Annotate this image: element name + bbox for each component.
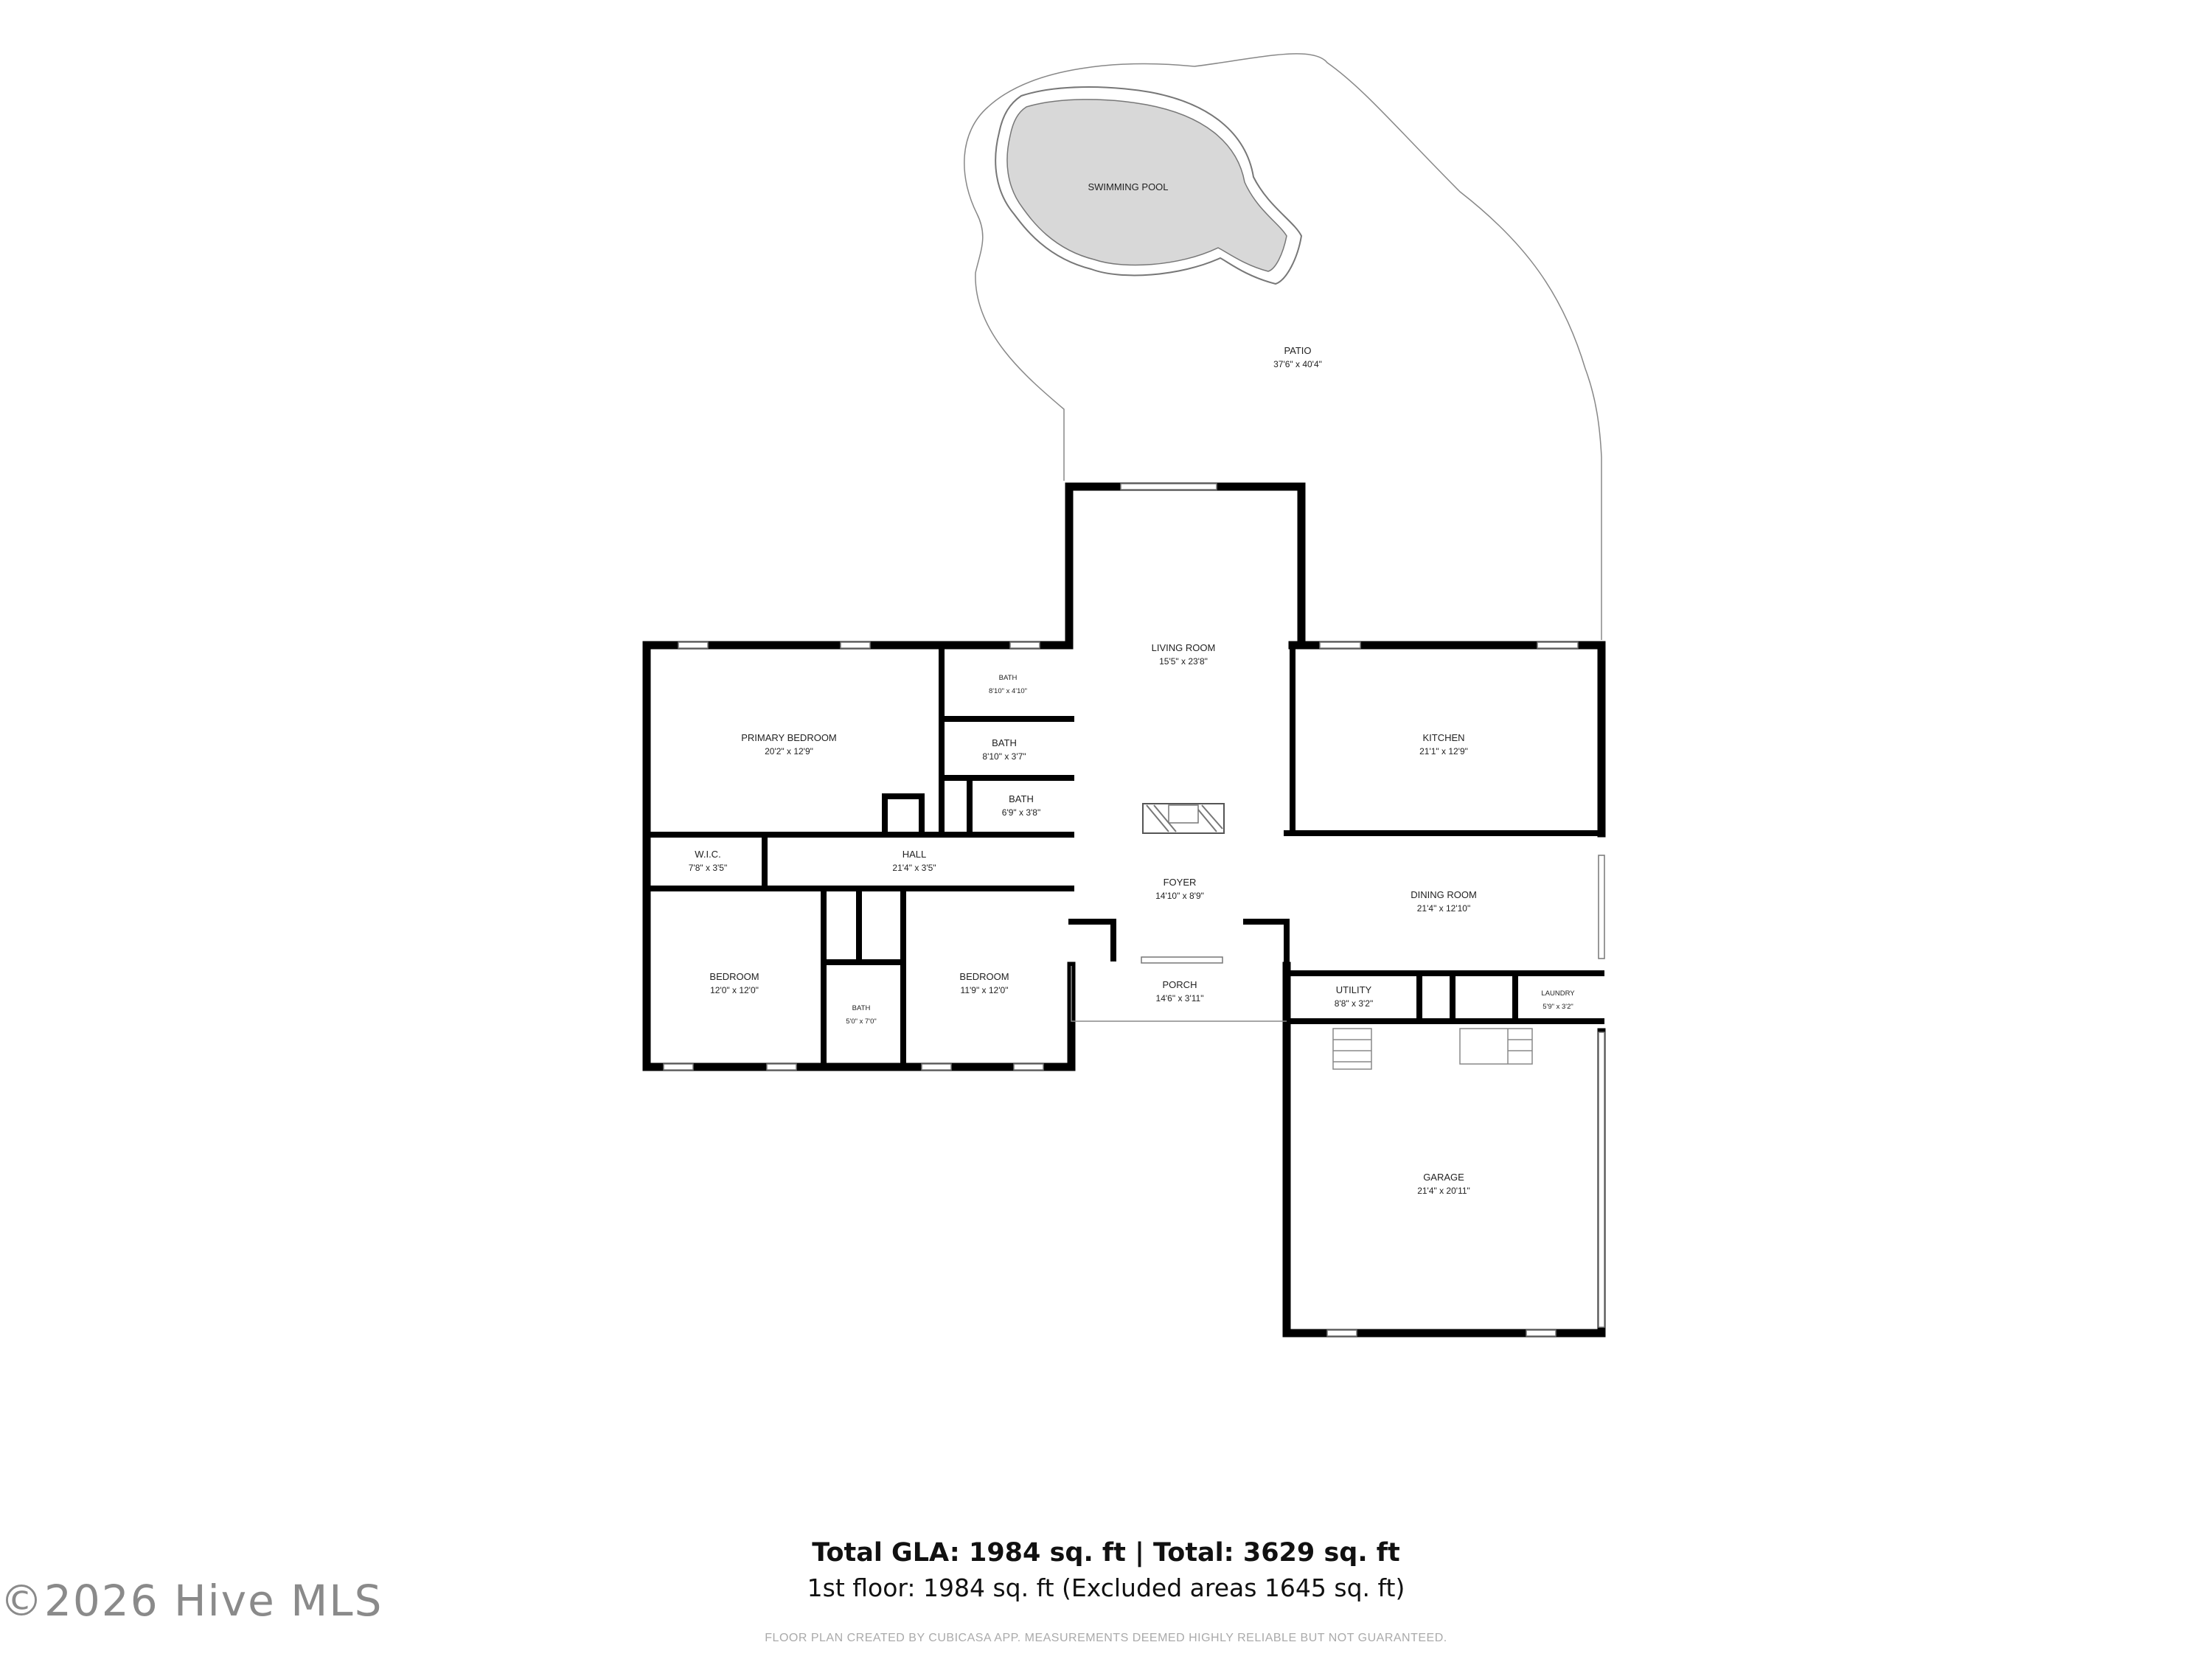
room-dimensions: 5'9" x 3'2" <box>1543 1003 1573 1011</box>
room-name: PATIO <box>1284 345 1311 356</box>
room-name: LAUNDRY <box>1541 990 1575 998</box>
room-bath-4: BATH 5'0" x 7'0" <box>846 1004 877 1026</box>
room-dimensions: 6'9" x 3'8" <box>1002 807 1040 818</box>
room-name: DINING ROOM <box>1411 889 1477 900</box>
room-name: UTILITY <box>1336 984 1372 995</box>
room-name: FOYER <box>1164 877 1197 888</box>
room-name: KITCHEN <box>1422 732 1464 743</box>
room-porch: PORCH 14'6" x 3'11" <box>1156 979 1204 1004</box>
room-utility: UTILITY 8'8" x 3'2" <box>1335 984 1373 1009</box>
room-dimensions: 21'4" x 3'5" <box>892 863 936 873</box>
room-name: BATH <box>999 674 1018 682</box>
copyright-watermark: ©2026 Hive MLS <box>0 1576 383 1626</box>
room-name: BEDROOM <box>709 971 759 982</box>
room-name: BEDROOM <box>959 971 1009 982</box>
total-area-summary: Total GLA: 1984 sq. ft | Total: 3629 sq.… <box>812 1538 1400 1568</box>
room-name: SWIMMING POOL <box>1088 181 1168 192</box>
room-name: GARAGE <box>1423 1172 1464 1183</box>
patio-outline <box>964 53 1602 640</box>
room-swimming-pool: SWIMMING POOL <box>1088 181 1168 192</box>
room-dimensions: 21'4" x 20'11" <box>1417 1186 1470 1196</box>
room-name: BATH <box>852 1004 871 1012</box>
room-dimensions: 5'0" x 7'0" <box>846 1018 877 1026</box>
room-hall: HALL 21'4" x 3'5" <box>892 849 936 873</box>
room-name: LIVING ROOM <box>1152 642 1216 653</box>
room-name: BATH <box>1009 793 1034 804</box>
room-laundry: LAUNDRY 5'9" x 3'2" <box>1541 990 1575 1011</box>
room-dining-room: DINING ROOM 21'4" x 12'10" <box>1411 889 1477 914</box>
room-bedroom-2: BEDROOM 11'9" x 12'0" <box>959 971 1009 995</box>
room-garage: GARAGE 21'4" x 20'11" <box>1417 1172 1470 1196</box>
room-bedroom-1: BEDROOM 12'0" x 12'0" <box>709 971 759 995</box>
room-name: PRIMARY BEDROOM <box>741 732 837 743</box>
room-dimensions: 14'6" x 3'11" <box>1156 993 1204 1004</box>
stairs <box>1332 1028 1533 1070</box>
room-living-room: LIVING ROOM 15'5" x 23'8" <box>1152 642 1216 667</box>
room-name: W.I.C. <box>695 849 720 860</box>
floor-area-summary: 1st floor: 1984 sq. ft (Excluded areas 1… <box>807 1573 1405 1602</box>
room-foyer: FOYER 14'10" x 8'9" <box>1155 877 1204 901</box>
windows <box>663 483 1605 1337</box>
room-bath-2: BATH 8'10" x 3'7" <box>982 737 1026 762</box>
interior-walls <box>644 642 1604 1070</box>
room-name: PORCH <box>1163 979 1197 990</box>
room-dimensions: 21'1" x 12'9" <box>1419 746 1468 757</box>
disclaimer-text: FLOOR PLAN CREATED BY CUBICASA APP. MEAS… <box>765 1632 1447 1644</box>
room-dimensions: 15'5" x 23'8" <box>1159 656 1208 667</box>
room-dimensions: 8'8" x 3'2" <box>1335 998 1373 1009</box>
room-bath-1: BATH 8'10" x 4'10" <box>989 674 1027 695</box>
room-dimensions: 21'4" x 12'10" <box>1417 903 1471 914</box>
room-name: HALL <box>902 849 927 860</box>
room-dimensions: 8'10" x 4'10" <box>989 687 1027 695</box>
room-kitchen: KITCHEN 21'1" x 12'9" <box>1419 732 1468 757</box>
room-patio: PATIO 37'6" x 40'4" <box>1273 345 1322 369</box>
room-dimensions: 8'10" x 3'7" <box>982 751 1026 762</box>
room-bath-3: BATH 6'9" x 3'8" <box>1002 793 1040 818</box>
fireplace <box>1142 803 1225 834</box>
room-dimensions: 11'9" x 12'0" <box>961 985 1009 995</box>
room-dimensions: 7'8" x 3'5" <box>689 863 727 873</box>
room-dimensions: 37'6" x 40'4" <box>1273 359 1322 369</box>
room-dimensions: 14'10" x 8'9" <box>1155 891 1204 901</box>
room-dimensions: 20'2" x 12'9" <box>765 746 813 757</box>
room-dimensions: 12'0" x 12'0" <box>710 985 759 995</box>
porch-outline <box>1071 966 1287 1022</box>
room-wic: W.I.C. 7'8" x 3'5" <box>689 849 727 873</box>
swimming-pool <box>995 86 1303 285</box>
room-primary-bedroom: PRIMARY BEDROOM 20'2" x 12'9" <box>741 732 837 757</box>
room-name: BATH <box>992 737 1017 748</box>
